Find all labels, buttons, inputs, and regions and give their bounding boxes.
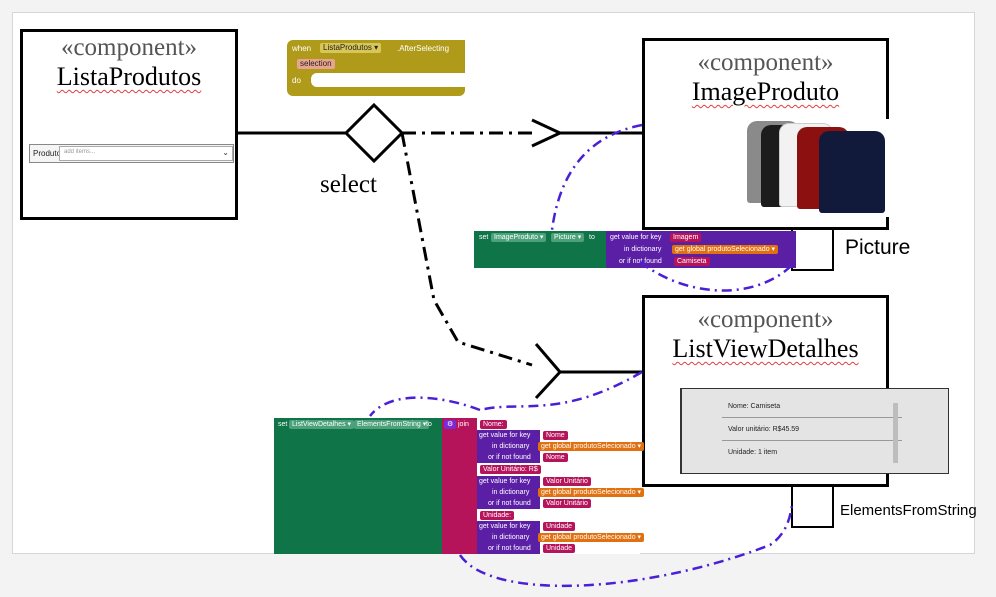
decision-label: select xyxy=(320,171,377,198)
default-text: Unidade xyxy=(543,544,576,553)
component-lista-produtos: «component» ListaProdutos Produto: add i… xyxy=(20,29,238,220)
chevron-down-icon: ⌄ xyxy=(222,148,229,157)
set-keyword: set xyxy=(278,421,288,428)
row-divider xyxy=(722,440,902,441)
component-image-produto: «component» ImageProduto xyxy=(642,38,889,230)
get-global: get global produtoSelecionado ▾ xyxy=(672,245,779,254)
key-text: Nome xyxy=(543,431,568,440)
event-param: selection xyxy=(297,59,335,69)
get-global: get global produtoSelecionado ▾ xyxy=(538,488,645,497)
list-view-preview: Nome: Camiseta Valor unitário: R$45.59 U… xyxy=(680,388,949,474)
list-picker-placeholder: add items... xyxy=(64,149,96,155)
in-dictionary-label: in dictionary xyxy=(492,534,530,541)
default-text: Nome xyxy=(543,453,568,462)
port-elements-label: ElementsFromString xyxy=(840,502,977,519)
gear-icon: ⚙ xyxy=(444,420,457,429)
not-found-label: or if not found xyxy=(488,454,531,461)
set-property: Picture ▾ xyxy=(551,233,585,242)
port-picture-label: Picture xyxy=(845,236,911,259)
get-value-label: get value for key xyxy=(479,523,531,530)
set-keyword: set xyxy=(479,234,489,241)
tshirts-image xyxy=(737,119,889,217)
event-do: do xyxy=(292,76,301,85)
get-global: get global produtoSelecionado ▾ xyxy=(538,533,645,542)
in-dictionary-label: in dictionary xyxy=(492,489,530,496)
set-component: ImageProduto ▾ xyxy=(491,233,547,242)
stereotype-label: «component» xyxy=(60,34,198,61)
set-property: ElementsFromString ▾ xyxy=(354,420,430,429)
get-value-label: get value for key xyxy=(479,432,531,439)
component-name: ListViewDetalhes xyxy=(672,334,859,363)
decision-diamond xyxy=(343,102,405,164)
list-picker-preview: Produto: add items... ⌄ xyxy=(29,144,234,163)
key-text: Imagem xyxy=(670,233,702,242)
event-do-slot xyxy=(311,73,471,87)
dependency-curve xyxy=(369,396,481,417)
get-value-label: get value for key xyxy=(610,234,662,241)
dependency-line xyxy=(400,132,533,367)
row-divider xyxy=(722,417,902,418)
in-dictionary-label: in dictionary xyxy=(492,443,530,450)
dependency-curve xyxy=(550,123,643,231)
list-view-row: Unidade: 1 item xyxy=(728,449,778,456)
event-block: when ListaProdutos ▾ .AfterSelecting sel… xyxy=(287,40,471,96)
component-name: ImageProduto xyxy=(691,77,840,106)
scrollbar xyxy=(893,403,898,463)
picture-setter-block: set ImageProduto ▾ Picture ▾ to get valu… xyxy=(474,231,796,268)
set-component: ListViewDetalhes ▾ xyxy=(289,420,355,429)
not-found-label: or if not found xyxy=(488,545,531,552)
component-name: ListaProdutos xyxy=(56,62,202,91)
default-text: Camiseta xyxy=(674,257,710,266)
stereotype-label: «component» xyxy=(697,306,834,333)
join-keyword: join xyxy=(458,421,469,428)
list-picker-select: add items... ⌄ xyxy=(59,146,233,161)
list-picker-label: Produto: xyxy=(33,149,64,158)
join-text: Nome: xyxy=(480,420,507,429)
dependency-curve xyxy=(639,261,796,292)
not-found-label: or if not found xyxy=(488,500,531,507)
key-text: Unidade xyxy=(543,522,576,531)
dependency-curve xyxy=(458,504,794,588)
event-name: .AfterSelecting xyxy=(397,44,450,53)
in-dictionary-label: in dictionary xyxy=(624,246,662,253)
get-global: get global produtoSelecionado ▾ xyxy=(538,442,645,451)
elements-setter-block: set ListViewDetalhes ▾ ElementsFromStrin… xyxy=(274,418,645,554)
dependency-curve xyxy=(479,370,643,412)
key-text: Valor Unitário xyxy=(543,477,591,486)
stereotype-label: «component» xyxy=(697,49,834,76)
event-when: when xyxy=(292,44,312,53)
event-component: ListaProdutos ▾ xyxy=(320,43,382,53)
to-keyword: to xyxy=(589,234,595,241)
arrowhead xyxy=(531,118,564,148)
join-text: Unidade: xyxy=(480,511,515,520)
join-text: Valor Unitário: R$ xyxy=(480,465,541,474)
get-value-label: get value for key xyxy=(479,478,531,485)
default-text: Valor Unitário xyxy=(543,499,591,508)
list-view-row: Nome: Camiseta xyxy=(728,403,781,410)
arrowhead xyxy=(534,343,563,400)
list-view-row: Valor unitário: R$45.59 xyxy=(728,426,800,433)
to-keyword: to xyxy=(426,421,432,428)
